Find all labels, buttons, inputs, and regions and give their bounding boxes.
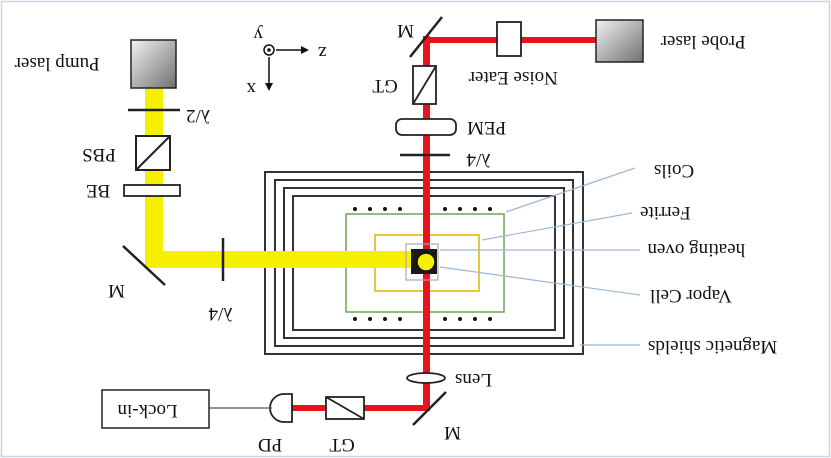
coils-label: Coils [654, 160, 694, 181]
be-label: BE [86, 180, 110, 201]
lock-in-label: Lock-in [117, 400, 178, 421]
pbs [135, 135, 171, 171]
half-wave-label: λ/2 [186, 105, 210, 126]
probe-laser [595, 19, 644, 63]
lens [406, 372, 446, 384]
gt-top-label: GT [372, 75, 398, 96]
pump-laser-label: Pump laser [14, 53, 100, 74]
pbs-label: PBS [82, 144, 116, 165]
beam-expander [123, 184, 181, 197]
axis-y-label: y [253, 24, 263, 45]
noise-eater [496, 21, 522, 57]
gt-bottom-label: GT [329, 434, 355, 455]
pem [395, 118, 457, 136]
axis-x-label: x [246, 78, 256, 99]
pem-label: PEM [467, 117, 506, 138]
labels: Pump laser Probe laser Noise Eater λ/2 P… [14, 20, 777, 455]
mirror-pump [122, 245, 166, 286]
coordinate-axes [263, 44, 309, 91]
mirror-pump-label: M [108, 280, 125, 301]
coils [353, 207, 492, 321]
quarter-wave-pump-label: λ/4 [208, 303, 232, 324]
probe-laser-label: Probe laser [660, 31, 746, 52]
noise-eater-label: Noise Eater [468, 67, 558, 88]
mirror-probe-top-label: M [397, 20, 414, 41]
magnetic-shields-label: Magnetic shields [648, 336, 777, 357]
glan-thompson-bottom [325, 396, 365, 420]
leader-lines [439, 167, 641, 346]
heating-oven-label: heating oven [647, 239, 745, 260]
quarter-wave-probe-label: λ/4 [466, 149, 490, 170]
axis-z-label: z [318, 42, 326, 63]
vapor-cell-label: Vapor Cell [650, 285, 732, 306]
lock-in-box [101, 389, 210, 429]
pump-beam [145, 88, 430, 268]
mirror-bottom-label: M [444, 422, 461, 443]
mirror-bottom [412, 391, 447, 426]
vapor-cell [416, 252, 436, 272]
cell-holder [405, 243, 439, 281]
pump-laser [130, 39, 177, 89]
photodiode [269, 393, 293, 423]
glan-thompson-top [412, 65, 437, 105]
ferrite-label: Ferrite [640, 202, 691, 223]
pd-label: PD [258, 434, 282, 455]
mirror-probe-top [409, 16, 443, 58]
lens-label: Lens [455, 369, 492, 390]
